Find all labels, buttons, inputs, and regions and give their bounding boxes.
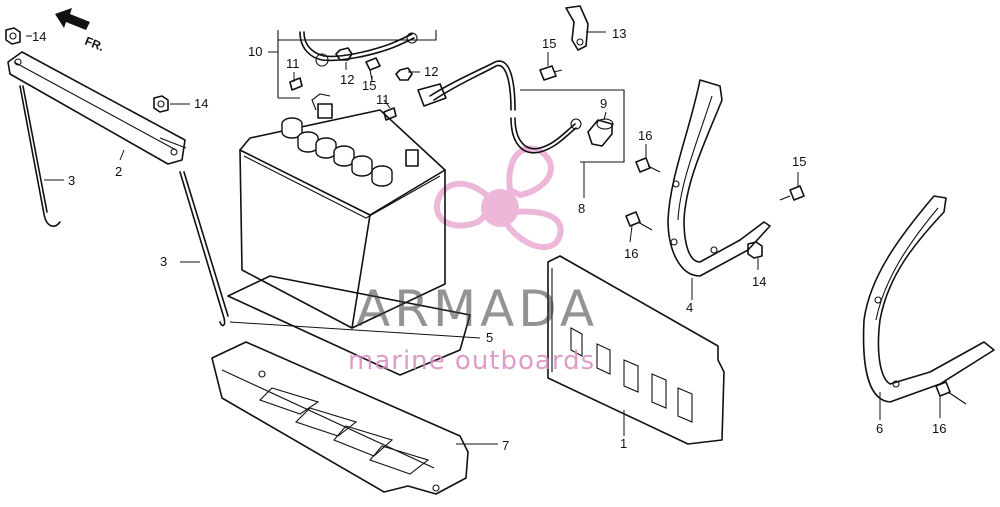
callout-9: 9: [600, 96, 607, 111]
positive-cable: [417, 60, 625, 163]
battery-side-panel: [547, 255, 725, 445]
watermark-propeller-logo: [433, 145, 564, 251]
bolt-16-c: [935, 381, 967, 405]
callout-7: 7: [502, 438, 509, 453]
callout-14-nut: 14: [194, 96, 208, 111]
battery-hold-down-bar: [7, 51, 187, 165]
callout-14-right: 14: [752, 274, 766, 289]
callout-14-top-left: 14: [32, 29, 46, 44]
callout-3-right: 3: [160, 254, 167, 269]
bolt-15-b: [539, 65, 563, 81]
watermark-subtitle: marine outboards: [348, 346, 595, 376]
bolt-16-a: [635, 157, 661, 173]
bolt-11-b: [383, 107, 397, 121]
battery: [227, 93, 471, 376]
battery-hold-down-rod-right: [179, 171, 229, 327]
callout-16-lower: 16: [932, 421, 946, 436]
battery-tray: [211, 341, 469, 495]
callout-numbers: 14 14 2 3 3 10 11 12 15 12 11 15 13 9 8 …: [32, 26, 946, 453]
callout-8: 8: [578, 201, 585, 216]
callout-15-right: 15: [792, 154, 806, 169]
nut-12-a: [335, 47, 353, 61]
front-direction-arrow: FR.: [55, 8, 106, 54]
watermark-title: ARMADA: [356, 280, 598, 338]
battery-bracket-front: [667, 79, 771, 277]
callout-2: 2: [115, 164, 122, 179]
callout-3-left: 3: [68, 173, 75, 188]
nut-12-b: [395, 67, 413, 81]
bolt-15-c: [779, 185, 805, 201]
callout-12-right: 12: [424, 64, 438, 79]
callout-16-upper: 16: [638, 128, 652, 143]
bolt-15-a: [365, 57, 381, 81]
callout-13: 13: [612, 26, 626, 41]
callout-10: 10: [248, 44, 262, 59]
callout-11-right: 11: [376, 92, 390, 107]
callout-6: 6: [876, 421, 883, 436]
callout-4: 4: [686, 300, 693, 315]
callout-15-left: 15: [362, 78, 376, 93]
nut-14-c: [747, 241, 763, 259]
battery-bracket-rear: [862, 195, 995, 403]
leader-lines: [26, 31, 941, 445]
bolt-16-b: [625, 211, 653, 231]
callout-5: 5: [486, 330, 493, 345]
negative-cable: [277, 30, 437, 99]
bolt-11-a: [289, 77, 303, 91]
terminal-cover: [587, 118, 614, 147]
callout-15-top: 15: [542, 36, 556, 51]
strap: [565, 5, 589, 51]
nut-14-b: [153, 95, 169, 113]
callout-1: 1: [620, 436, 627, 451]
nut-14-a: [5, 27, 21, 45]
callout-12-left: 12: [340, 72, 354, 87]
callout-16-middle: 16: [624, 246, 638, 261]
battery-hold-down-rod-left: [19, 85, 61, 227]
front-direction-label: FR.: [83, 34, 106, 54]
callout-11-left: 11: [286, 56, 300, 71]
